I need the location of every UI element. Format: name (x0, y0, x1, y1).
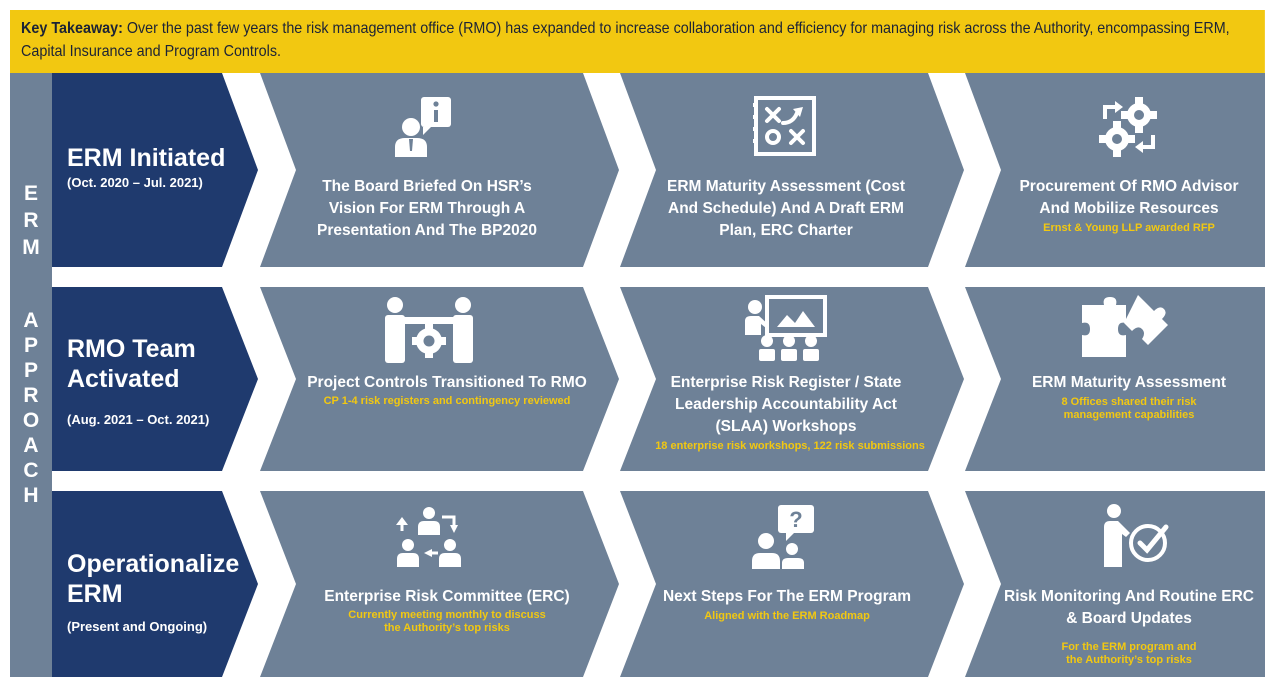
sidebar-letter: A (23, 309, 39, 332)
row-date-range: (Oct. 2020 – Jul. 2021) (67, 175, 203, 190)
chevron-separator (583, 73, 656, 267)
sidebar-letter: M (22, 236, 40, 259)
row-date-range: (Present and Ongoing) (67, 619, 208, 634)
step-title: Project Controls Transitioned To RMO (307, 374, 587, 391)
question-people-icon: ? (752, 505, 814, 569)
step-detail: Currently meeting monthly to discuss the… (348, 609, 546, 634)
row-header-rmo-team: RMO Team Activated (Aug. 2021 – Oct. 202… (52, 287, 259, 471)
chevron-separator (583, 491, 656, 677)
chevron-separator (928, 491, 1001, 677)
key-takeaway-text: Over the past few years the risk managem… (21, 20, 1230, 60)
step-title: Procurement Of RMO Advisor And Mobilize … (1019, 178, 1239, 217)
presentation-audience-icon (745, 295, 827, 361)
row-date-range: (Aug. 2021 – Oct. 2021) (67, 412, 210, 427)
row-title: ERM Initiated (67, 144, 226, 172)
chevron-separator (222, 491, 296, 677)
row-title: Operationalize ERM (67, 550, 240, 608)
row-header-erm-initiated: ERM Initiated (Oct. 2020 – Jul. 2021) (52, 73, 259, 267)
erm-approach-sidebar: E R M A P P R O A C H (10, 73, 52, 677)
step-title: Risk Monitoring And Routine ERC & Board … (1004, 588, 1254, 627)
step-title: ERM Maturity Assessment (Cost And Schedu… (666, 178, 905, 239)
committee-network-icon (396, 507, 461, 567)
team-gear-icon (385, 297, 473, 363)
sidebar-letter: H (23, 484, 39, 507)
step-title: Enterprise Risk Register / State Leaders… (670, 374, 902, 435)
step-title: The Board Briefed On HSR’s Vision For ER… (317, 178, 537, 239)
row-header-operationalize: Operationalize ERM (Present and Ongoing) (52, 491, 259, 677)
sidebar-letter: P (23, 334, 38, 357)
chevron-separator (928, 73, 1001, 267)
sidebar-letter: O (22, 409, 40, 432)
sidebar-letter: A (23, 434, 39, 457)
step-detail: 18 enterprise risk workshops, 122 risk s… (655, 440, 925, 452)
step-detail: CP 1-4 risk registers and contingency re… (323, 395, 571, 407)
sidebar-letter: P (23, 359, 38, 382)
puzzle-icon (1082, 295, 1168, 357)
sidebar-letter: E (23, 182, 38, 205)
chevron-separator (928, 287, 1001, 471)
approach-diagram: E R M A P P R O A C H ERM Initiated (Oct… (10, 73, 1265, 677)
svg-text:?: ? (789, 507, 802, 532)
chevron-separators (222, 73, 1001, 677)
person-checkmark-icon (1104, 504, 1169, 567)
sidebar-letter: R (23, 209, 39, 232)
key-takeaway-label: Key Takeaway: (21, 20, 123, 37)
gears-cycle-icon (1099, 97, 1157, 157)
row-title: RMO Team Activated (67, 335, 196, 393)
key-takeaway-banner: Key Takeaway: Over the past few years th… (10, 10, 1265, 73)
chevron-separator (222, 73, 296, 267)
chevron-separator (583, 287, 656, 471)
step-title: Next Steps For The ERM Program (662, 588, 912, 605)
step-title: Enterprise Risk Committee (ERC) (324, 588, 570, 605)
chevron-separator (222, 287, 296, 471)
step-detail: 8 Offices shared their risk management c… (1061, 396, 1197, 421)
step-title: ERM Maturity Assessment (1031, 374, 1227, 391)
sidebar-letter: R (23, 384, 39, 407)
strategy-board-icon (753, 96, 816, 156)
presenter-info-icon (395, 97, 451, 157)
step-detail: For the ERM program and the Authority’s … (1061, 641, 1197, 666)
sidebar-letter: C (23, 459, 39, 482)
step-detail: Aligned with the ERM Roadmap (704, 610, 870, 622)
step-detail: Ernst & Young LLP awarded RFP (1043, 222, 1215, 234)
